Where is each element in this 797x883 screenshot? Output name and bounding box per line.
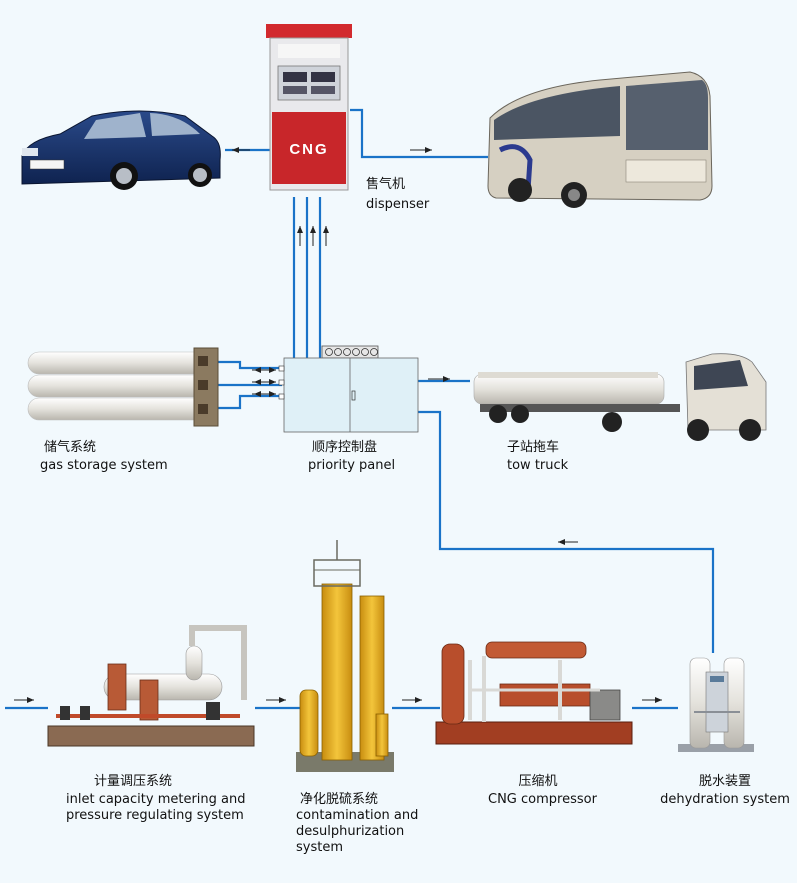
inlet-label-en-1: inlet capacity metering and [66,792,246,807]
dehydration-label-en: dehydration system [660,792,790,807]
dispenser-cng-sign: CNG [289,141,328,158]
tow-truck-label-en: tow truck [507,458,569,473]
purification-label-en-3: system [296,840,343,855]
inlet-metering-system-image [47,625,255,747]
flow-arrows [14,147,662,703]
gas-storage-label-en: gas storage system [40,458,168,473]
pipe-storage-1 [213,360,282,370]
tow-truck-label: 子站拖车 tow truck [507,440,568,474]
priority-panel-label-en: priority panel [308,458,396,473]
pipe-return [418,410,715,653]
priority-panel-label: 顺序控制盘 priority panel [308,440,395,474]
gas-storage-label-zh: 储气系统 [44,440,97,455]
purification-label: 净化脱硫系统 contamination and desulphurizatio… [296,792,418,856]
purification-label-en-2: desulphurization [296,824,405,839]
tow-truck-label-zh: 子站拖车 [507,440,560,455]
cng-compressor-image [435,641,633,745]
dispenser-label-en: dispenser [366,197,430,212]
inlet-label-zh: 计量调压系统 [94,774,173,789]
priority-panel-box [278,345,419,433]
inlet-label-en-2: pressure regulating system [66,808,244,823]
cng-dispenser-image [266,24,352,191]
pipe-storage-3 [213,394,282,410]
dispenser-label: 售气机 dispenser [366,177,429,213]
inlet-label: 计量调压系统 inlet capacity metering and press… [66,774,246,824]
purification-desulphurization-image [296,540,394,772]
bus-image [487,71,713,208]
pipe-to-bus [350,108,488,159]
dispenser-label-zh: 售气机 [366,177,406,192]
compressor-label-en: CNG compressor [488,792,597,807]
gas-storage-tanks-image [27,347,219,427]
dehydration-label: 脱水装置 dehydration system [660,774,790,808]
compressor-label-zh: 压缩机 [518,774,558,789]
dehydration-system-image [678,657,754,752]
purification-label-zh: 净化脱硫系统 [300,792,379,807]
tow-truck-image [473,353,767,441]
compressor-label: 压缩机 CNG compressor [488,774,597,808]
pipes [5,108,715,710]
dehydration-label-zh: 脱水装置 [698,774,751,789]
purification-label-en-1: contamination and [296,808,419,823]
priority-panel-label-zh: 顺序控制盘 [312,440,378,455]
gas-storage-label: 储气系统 gas storage system [40,440,168,474]
passenger-car-image [21,110,221,190]
